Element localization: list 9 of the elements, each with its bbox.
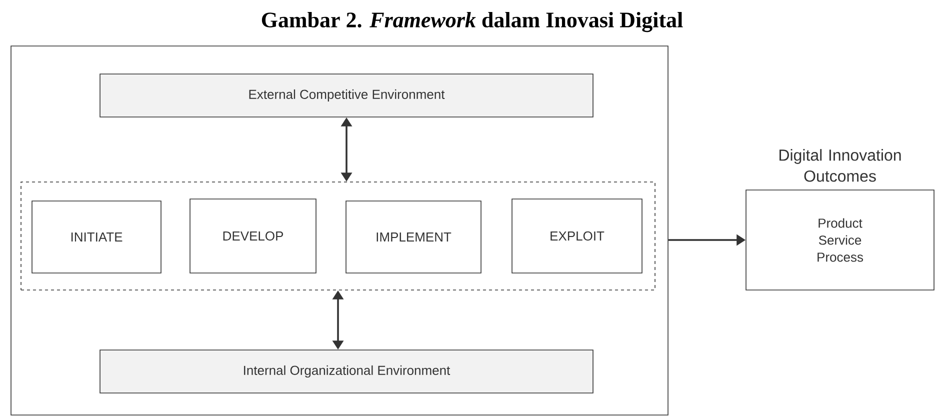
environment-box: External Competitive Environment [100,74,594,118]
stage-box: INITIATE [32,200,162,274]
environment-box: Internal Organizational Environment [100,350,594,394]
stage-box: IMPLEMENT [346,200,482,274]
title: Gambar 2. Framework dalam Inovasi Digital [262,12,683,32]
stage-box: EXPLOIT [512,198,642,274]
outcome-heading: Digital Innovation Outcomes [780,149,901,182]
outcome-box: Product Service Process [746,190,934,290]
stage-box: DEVELOP [190,198,316,274]
